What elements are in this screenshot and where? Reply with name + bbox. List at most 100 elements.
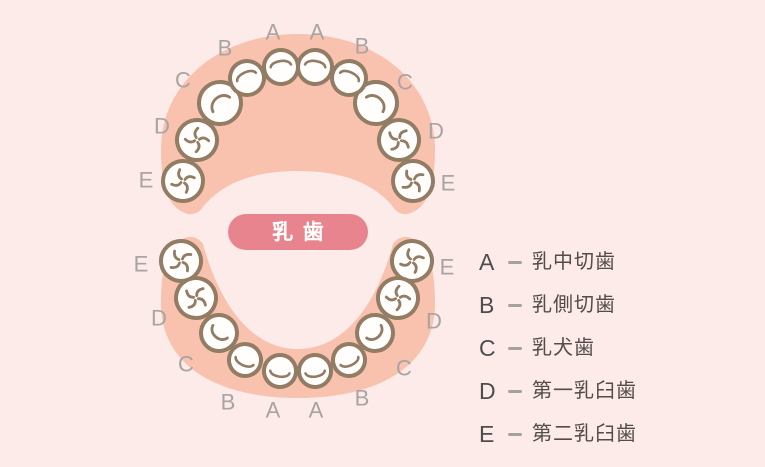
tooth-groove [183, 137, 197, 144]
tooth-groove [193, 126, 200, 140]
tooth-label-upper-9: E [441, 171, 456, 196]
tooth-label-upper-2: C [175, 68, 191, 93]
tooth-crown [174, 276, 218, 320]
tooth-groove [197, 136, 211, 143]
tooth-groove [195, 287, 205, 297]
tooth-groove [177, 168, 183, 181]
tooth-groove [181, 261, 189, 273]
tooth-groove [304, 369, 327, 379]
tooth-label-upper-1: D [154, 114, 170, 139]
legend-key: A [479, 248, 495, 275]
tooth-groove [303, 59, 327, 69]
tooth-crown [227, 342, 263, 378]
tooth-label-lower-4: A [266, 398, 281, 423]
tooth-crown [262, 353, 298, 389]
tooth-groove [170, 181, 183, 187]
tooth-groove [406, 248, 412, 261]
tooth-label-lower-5: A [309, 398, 324, 423]
tooth-lower-3-B [227, 342, 263, 378]
legend-key: B [479, 291, 495, 318]
tooth-groove [399, 294, 412, 301]
tooth-label-upper-3: B [218, 36, 233, 61]
legend-row-b: B 乳側切歯 [479, 289, 637, 321]
tooth-lower-2-C [199, 313, 239, 353]
tooth-groove [187, 299, 197, 309]
tooth-groove [401, 181, 413, 189]
primary-teeth-badge: 乳歯 [228, 214, 368, 250]
tooth-lower-8-D [376, 276, 420, 320]
tooth-groove [364, 94, 386, 114]
tooth-label-lower-1: D [151, 306, 167, 331]
tooth-crown [391, 159, 435, 203]
legend-term: 乳中切歯 [532, 251, 616, 273]
tooth-groove [210, 94, 232, 114]
tooth-upper-8-D [377, 118, 421, 162]
tooth-lower-1-D [174, 276, 218, 320]
tooth-lower-9-E [390, 239, 434, 283]
tooth-label-upper-0: E [139, 168, 154, 193]
tooth-label-lower-9: E [440, 255, 455, 280]
tooth-label-upper-4: A [266, 20, 281, 45]
tooth-groove [183, 175, 196, 181]
tooth-groove [399, 261, 412, 267]
tooth-groove [384, 295, 397, 302]
tooth-groove [339, 355, 360, 368]
tooth-groove [197, 297, 207, 307]
teeth-legend: A 乳中切歯 B 乳側切歯 C 乳犬歯 D 第一乳臼歯 E 第二乳臼歯 [479, 246, 637, 450]
tooth-groove [183, 181, 189, 194]
legend-term: 乳側切歯 [532, 294, 616, 316]
tooth-crown [296, 48, 334, 86]
tooth-upper-0-E [161, 159, 205, 203]
tooth-groove [185, 289, 195, 299]
tooth-groove [412, 255, 425, 261]
legend-row-c: C 乳犬歯 [479, 332, 637, 364]
tooth-crown [376, 276, 420, 320]
tooth-label-upper-5: A [310, 20, 325, 45]
tooth-groove [399, 139, 410, 149]
legend-dash [508, 346, 522, 350]
legend-key: C [479, 334, 496, 361]
tooth-groove [395, 299, 402, 312]
tooth-lower-7-C [355, 313, 395, 353]
tooth-groove [412, 261, 418, 274]
primary-teeth-badge-label: 乳歯 [272, 220, 334, 244]
tooth-lower-6-B [331, 342, 367, 378]
tooth-crown [331, 342, 367, 378]
legend-dash [508, 432, 522, 436]
tooth-crown [175, 118, 219, 162]
tooth-groove [405, 169, 413, 181]
legend-key: D [479, 377, 496, 404]
tooth-upper-5-A [296, 48, 334, 86]
tooth-label-upper-7: C [397, 70, 413, 95]
tooth-label-lower-0: E [134, 252, 149, 277]
tooth-groove [413, 181, 421, 193]
tooth-crown [355, 313, 395, 353]
tooth-groove [181, 253, 193, 261]
tooth-groove [234, 355, 255, 368]
tooth-crown [161, 159, 205, 203]
tooth-upper-2-C [197, 80, 243, 126]
tooth-groove [210, 324, 229, 341]
tooth-upper-3-B [228, 59, 266, 97]
legend-term: 第一乳臼歯 [532, 380, 637, 402]
tooth-groove [194, 140, 201, 154]
tooth-label-lower-3: B [221, 390, 236, 415]
tooth-label-upper-8: D [428, 119, 444, 144]
tooth-groove [365, 324, 384, 341]
tooth-label-lower-7: C [396, 356, 412, 381]
tooth-groove [169, 261, 181, 269]
legend-row-e: E 第二乳臼歯 [479, 418, 637, 450]
tooth-upper-1-D [175, 118, 219, 162]
tooth-groove [394, 284, 401, 297]
legend-row-a: A 乳中切歯 [479, 246, 637, 278]
tooth-groove [173, 249, 181, 261]
legend-dash [508, 303, 522, 307]
tooth-groove [413, 173, 425, 181]
tooth-crown [377, 118, 421, 162]
tooth-crown [297, 353, 333, 389]
tooth-groove [338, 69, 361, 83]
legend-key: E [479, 420, 495, 447]
tooth-groove [398, 129, 408, 140]
